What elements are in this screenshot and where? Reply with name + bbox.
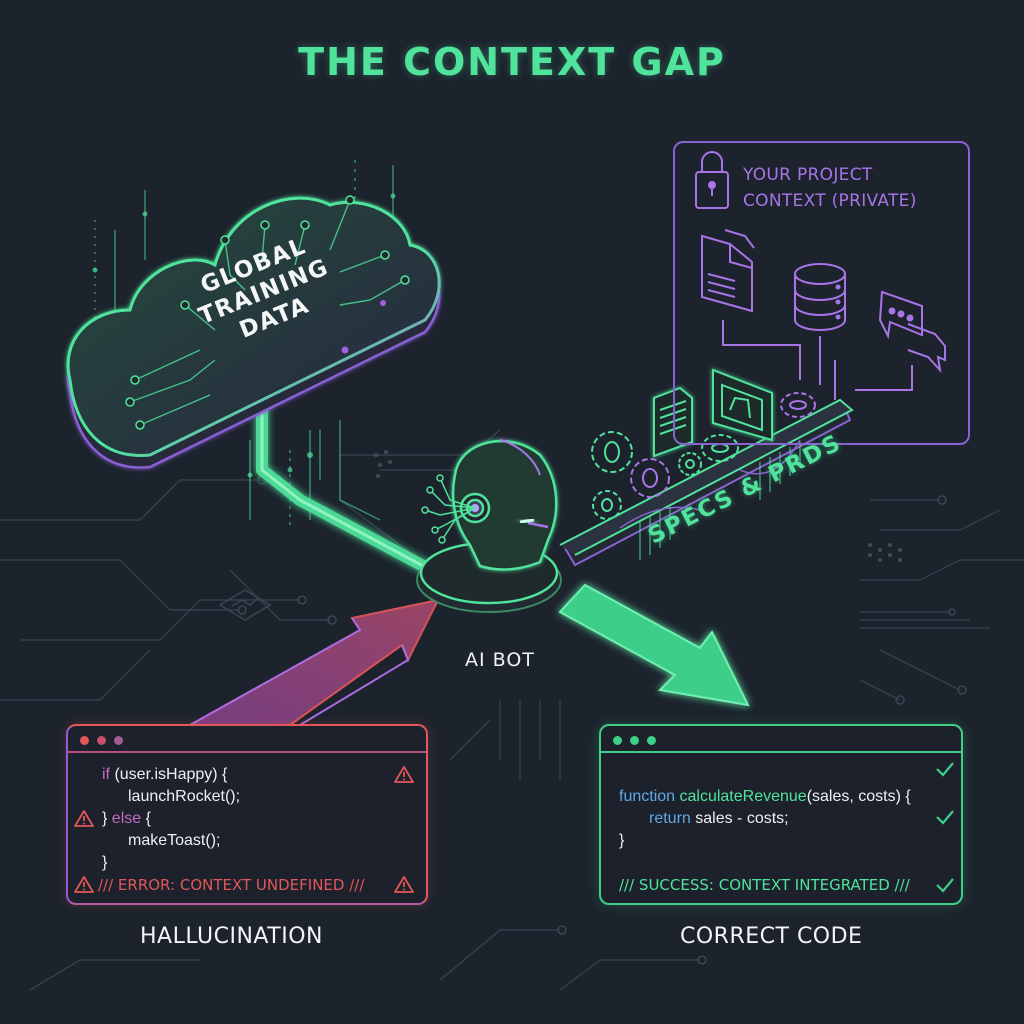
code-line: if (user.isHappy) { — [102, 766, 228, 783]
hallucination-arrow — [186, 598, 440, 726]
warning-icon — [74, 810, 94, 827]
window-titlebar — [601, 726, 961, 753]
correct-code-window: function calculateRevenue(sales, costs) … — [599, 724, 963, 905]
success-status: /// SUCCESS: CONTEXT INTEGRATED /// — [619, 876, 910, 894]
hallucination-code-window: if (user.isHappy) { launchRocket(); } el… — [66, 724, 428, 905]
code-line: return sales - costs; — [649, 810, 789, 827]
code-line: } — [619, 832, 625, 849]
window-dot-close — [80, 736, 89, 745]
code-line: launchRocket(); — [128, 788, 241, 805]
gear-icon — [591, 392, 816, 520]
error-status: /// ERROR: CONTEXT UNDEFINED /// — [98, 876, 365, 894]
bridge-platform — [559, 398, 854, 567]
check-icon — [936, 810, 954, 825]
lock-icon — [695, 151, 729, 209]
bot-label: AI BOT — [465, 649, 535, 671]
window-dot-minimize — [630, 736, 639, 745]
warning-icon — [74, 876, 94, 893]
document-icon — [701, 229, 755, 313]
hallucination-label: HALLUCINATION — [140, 924, 323, 949]
window-dot-maximize — [647, 736, 656, 745]
private-context-title-line: YOUR PROJECT — [743, 165, 873, 185]
warning-icon — [394, 876, 414, 893]
window-dot-maximize — [114, 736, 123, 745]
robot-head-icon — [451, 439, 558, 571]
window-dot-minimize — [97, 736, 106, 745]
check-icon — [936, 878, 954, 893]
code-line: } else { — [102, 810, 151, 827]
success-arrow — [558, 583, 750, 707]
page-title: THE CONTEXT GAP — [298, 40, 726, 84]
check-icon — [936, 762, 954, 777]
database-icon — [794, 263, 846, 331]
chat-bubbles-icon — [878, 290, 946, 374]
correct-code-label: CORRECT CODE — [680, 924, 863, 949]
private-context-panel — [673, 141, 970, 445]
code-line: makeToast(); — [128, 832, 221, 849]
window-titlebar — [68, 726, 426, 753]
private-context-title-line: CONTEXT (PRIVATE) — [743, 191, 917, 211]
window-dot-close — [613, 736, 622, 745]
code-line: } — [102, 854, 108, 871]
private-context-title: YOUR PROJECT CONTEXT (PRIVATE) — [743, 162, 963, 214]
warning-icon — [394, 766, 414, 783]
code-line: function calculateRevenue(sales, costs) … — [619, 788, 911, 805]
